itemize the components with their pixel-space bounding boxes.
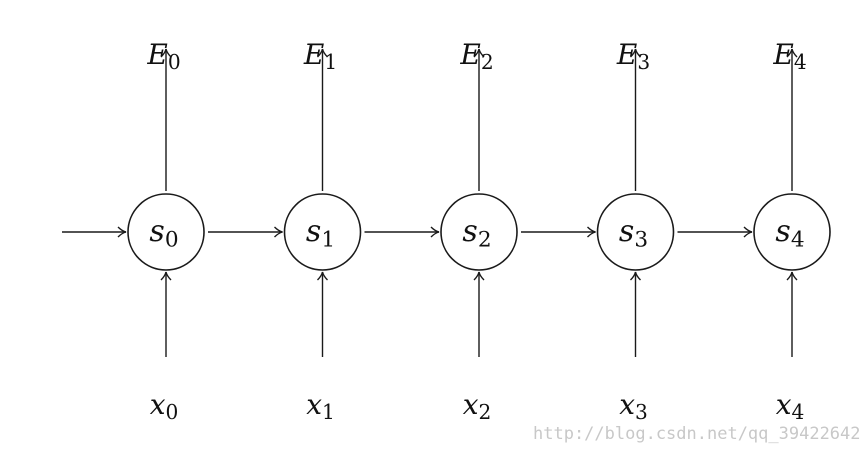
output-label-2: E2 [459,38,493,74]
state-label-2-symbol: s [462,214,477,249]
state-node-1 [283,193,362,271]
state-label-4-symbol: s [775,214,790,249]
output-label-3-symbol: E [616,38,637,71]
state-label-1-subscript: 1 [321,227,335,252]
output-label-1-subscript: 1 [324,50,337,74]
output-label-3: E3 [616,38,650,74]
input-label-1-subscript: 1 [322,400,335,424]
input-label-4-symbol: x [776,388,792,421]
input-label-0-symbol: x [150,388,166,421]
output-label-2-subscript: 2 [481,50,494,74]
input-label-4-subscript: 4 [791,400,804,424]
state-label-2: s2 [462,214,491,252]
input-label-1-symbol: x [306,388,322,421]
output-label-1-symbol: E [303,38,324,71]
output-label-2-symbol: E [459,38,480,71]
state-label-3-symbol: s [619,214,634,249]
input-label-0-subscript: 0 [165,400,178,424]
state-label-1: s1 [306,214,335,252]
output-label-3-subscript: 3 [637,50,650,74]
input-label-2-symbol: x [463,388,479,421]
input-label-3-symbol: x [619,388,635,421]
input-label-1: x1 [306,388,335,424]
output-label-0-symbol: E [146,38,167,71]
state-label-3-subscript: 3 [634,227,648,252]
watermark: http://blog.csdn.net/qq_39422642 [533,424,861,444]
output-label-1: E1 [303,38,337,74]
input-label-4: x4 [776,388,805,424]
output-label-4: E4 [772,38,806,74]
output-label-4-subscript: 4 [794,50,807,74]
state-node-0 [127,193,205,271]
state-label-3: s3 [619,214,648,252]
state-label-0-symbol: s [149,214,164,249]
state-node-3 [596,193,675,271]
input-label-0: x0 [150,388,179,424]
state-label-2-subscript: 2 [478,227,492,252]
input-label-2-subscript: 2 [478,400,491,424]
state-node-2 [440,193,518,271]
input-label-3-subscript: 3 [635,400,648,424]
state-label-0-subscript: 0 [165,227,179,252]
output-label-0-subscript: 0 [168,50,181,74]
input-label-2: x2 [463,388,492,424]
input-label-3: x3 [619,388,648,424]
output-label-4-symbol: E [772,38,793,71]
state-label-0: s0 [149,214,178,252]
output-label-0: E0 [146,38,180,74]
state-label-1-symbol: s [306,214,321,249]
state-label-4-subscript: 4 [791,227,805,252]
state-node-4 [753,193,831,271]
state-label-4: s4 [775,214,804,252]
